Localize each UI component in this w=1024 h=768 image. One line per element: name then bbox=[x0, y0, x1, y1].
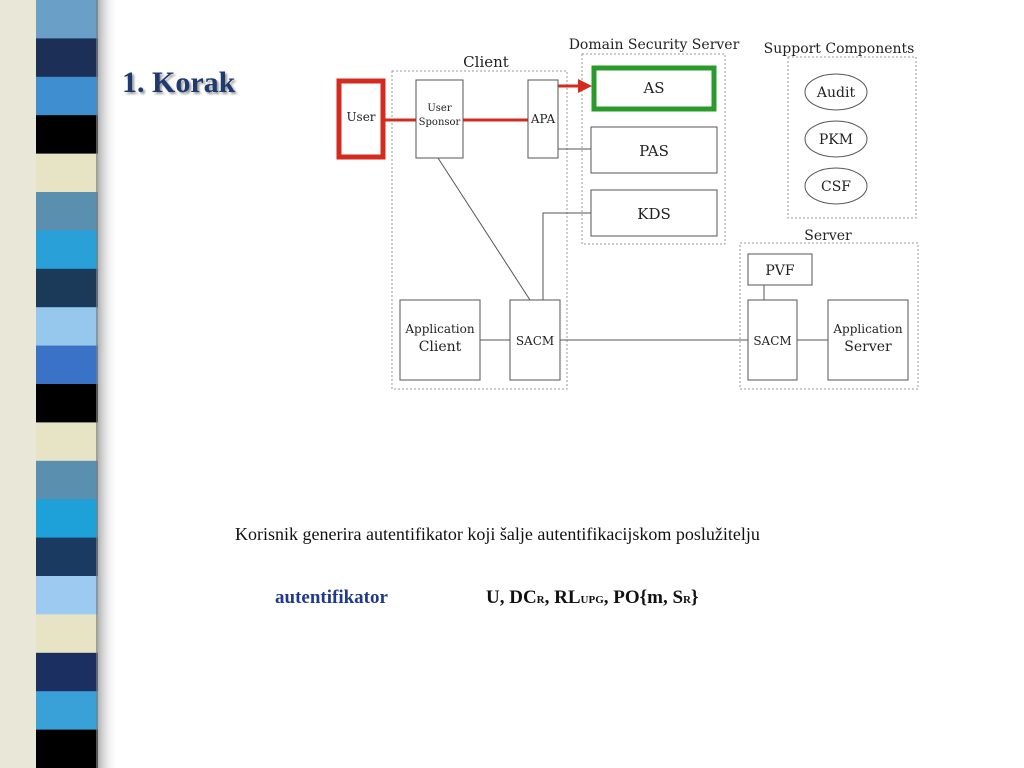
architecture-diagram: Client Domain Security Server Support Co… bbox=[336, 37, 919, 390]
sacm-to-kds-link bbox=[542, 212, 591, 300]
audit-node-label: Audit bbox=[816, 85, 856, 101]
apa-node: APA bbox=[527, 79, 559, 159]
server-group-label: Server bbox=[804, 228, 852, 244]
support-components-frame bbox=[787, 56, 917, 219]
sponsor-to-sacm-link bbox=[437, 157, 531, 301]
stripe-bar-shadow bbox=[96, 0, 118, 768]
application-client-label-line2: Client bbox=[419, 339, 462, 355]
server-sacm-node: SACM bbox=[747, 299, 798, 381]
application-server-node: Application Server bbox=[827, 299, 909, 381]
pkm-node: PKM bbox=[804, 120, 868, 158]
decorative-stripe-bar bbox=[0, 0, 118, 768]
domain-security-server-frame bbox=[581, 53, 726, 245]
apa-to-as-arrowhead bbox=[578, 79, 592, 93]
csf-node-label: CSF bbox=[821, 179, 851, 195]
csf-node: CSF bbox=[804, 167, 868, 205]
formula-part-2: , RL bbox=[544, 587, 581, 608]
formula-subscript-1: R bbox=[536, 594, 545, 606]
stripe-block bbox=[36, 153, 98, 193]
pas-node: PAS bbox=[590, 126, 718, 174]
stripe-bar-left-edge bbox=[0, 0, 36, 768]
application-client-node: Application Client bbox=[399, 299, 481, 381]
stripe-block bbox=[36, 345, 98, 385]
stripe-block bbox=[36, 384, 98, 423]
stripe-block bbox=[36, 499, 98, 539]
apa-node-label: APA bbox=[530, 112, 556, 126]
pas-node-label: PAS bbox=[639, 142, 669, 160]
application-server-label-line1: Application bbox=[832, 322, 902, 336]
stripe-block bbox=[36, 614, 98, 654]
stripe-block bbox=[36, 576, 98, 615]
client-sacm-node: SACM bbox=[509, 299, 561, 381]
formula-part-4: } bbox=[690, 587, 699, 608]
formula-subscript-2: UPG bbox=[580, 594, 604, 606]
as-node-label: AS bbox=[642, 79, 664, 97]
user-sponsor-label-line1: User bbox=[427, 103, 451, 114]
stripe-block bbox=[36, 307, 98, 347]
domain-security-server-label: Domain Security Server bbox=[569, 37, 740, 53]
as-node: AS bbox=[591, 65, 717, 112]
pvf-node-label: PVF bbox=[765, 263, 795, 279]
authenticator-formula: U, DCR, RLUPG, PO{m, SR} bbox=[486, 587, 698, 609]
stripe-block bbox=[36, 460, 98, 500]
formula-part-3: , PO{m, S bbox=[603, 587, 684, 608]
stripe-block bbox=[36, 652, 98, 692]
support-components-label: Support Components bbox=[764, 41, 915, 57]
formula-subscript-3: R bbox=[683, 594, 691, 606]
slide-title: 1. Korak bbox=[122, 66, 236, 99]
client-group-label: Client bbox=[463, 53, 509, 71]
stripe-blocks bbox=[36, 0, 98, 768]
server-sacm-label: SACM bbox=[753, 334, 791, 348]
user-sponsor-label-line2: Sponsor bbox=[419, 117, 461, 128]
stripe-block bbox=[36, 729, 98, 768]
authenticator-label: autentifikator bbox=[275, 587, 388, 608]
formula-part-1: U, DC bbox=[486, 587, 537, 608]
stripe-block bbox=[36, 268, 98, 308]
stripe-block bbox=[36, 691, 98, 731]
application-server-label-line2: Server bbox=[844, 339, 892, 355]
kds-node: KDS bbox=[590, 189, 718, 237]
slide-caption: Korisnik generira autentifikator koji ša… bbox=[235, 524, 760, 544]
user-sponsor-node: User Sponsor bbox=[415, 79, 464, 159]
audit-node: Audit bbox=[804, 73, 868, 111]
kds-node-label: KDS bbox=[637, 205, 671, 223]
stripe-block bbox=[36, 115, 98, 155]
stripe-block bbox=[36, 230, 98, 270]
stripe-block bbox=[36, 76, 98, 116]
client-sacm-label: SACM bbox=[516, 334, 554, 348]
stripe-block bbox=[36, 192, 98, 231]
user-node-label: User bbox=[346, 110, 375, 124]
stripe-block bbox=[36, 537, 98, 577]
pvf-node: PVF bbox=[747, 253, 813, 286]
application-client-label-line1: Application bbox=[404, 322, 474, 336]
client-group-frame bbox=[391, 70, 568, 390]
pkm-node-label: PKM bbox=[819, 132, 853, 148]
stripe-block bbox=[36, 0, 98, 39]
server-group-frame bbox=[739, 242, 919, 390]
stripe-block bbox=[36, 422, 98, 462]
stripe-block bbox=[36, 38, 98, 78]
user-node: User bbox=[336, 78, 386, 160]
